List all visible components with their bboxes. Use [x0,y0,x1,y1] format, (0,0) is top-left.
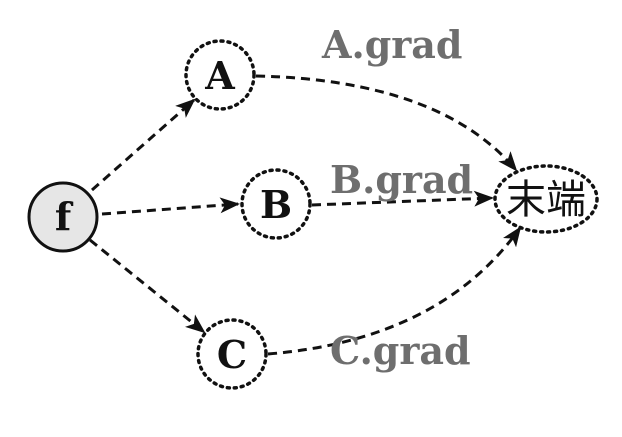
node-sink-label: 末端 [506,177,586,223]
node-f: f [27,181,99,253]
node-f-label: f [55,194,74,239]
node-c-label: C [217,332,247,377]
edge-a-to-sink [255,74,518,172]
edge-f-to-a [91,98,196,192]
node-b: B [240,168,312,240]
edge-c-to-sink [267,226,522,356]
node-b-label: B [260,182,292,227]
edge-label-c-grad: C.grad [330,328,471,373]
node-a: A [184,39,256,111]
edge-f-to-c [89,238,206,334]
edge-f-to-b [101,197,240,216]
node-a-label: A [204,53,235,98]
edge-b-to-sink [311,190,494,207]
node-sink: 末端 [493,164,599,234]
node-c: C [196,318,268,390]
edge-label-b-grad: B.grad [330,157,473,202]
edge-label-a-grad: A.grad [321,22,463,67]
